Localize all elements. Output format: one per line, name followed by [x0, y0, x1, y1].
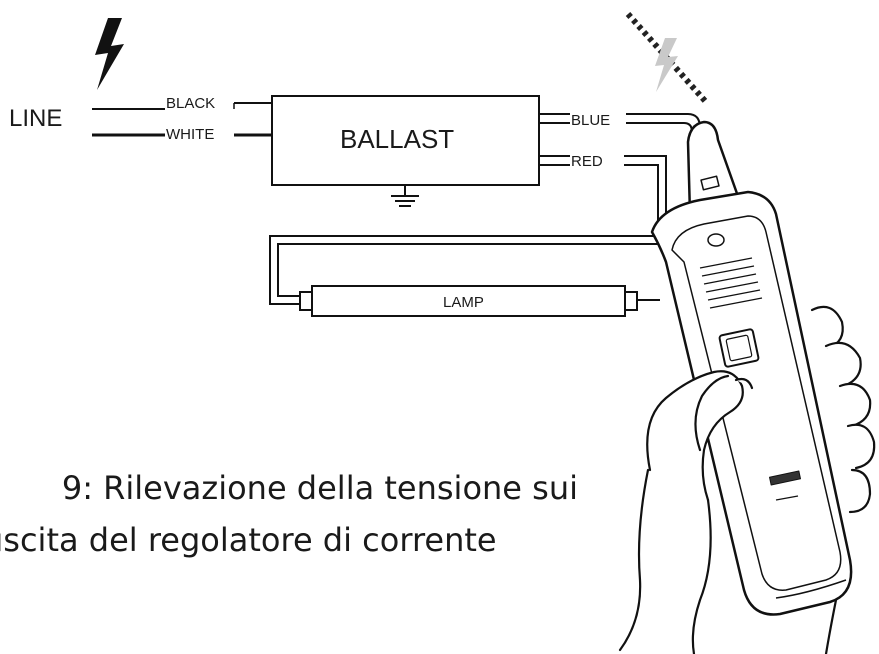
- detected-lightning-icon: [625, 12, 709, 104]
- line-wires: [92, 102, 272, 137]
- caption-line-2: uscita del regolatore di corrente: [0, 521, 497, 559]
- lamp-wires: [269, 235, 660, 305]
- red-wire-label: RED: [571, 153, 603, 170]
- blue-wire-label: BLUE: [571, 112, 610, 129]
- voltage-detector-pen-icon: [650, 120, 853, 616]
- white-wire-label: WHITE: [166, 126, 214, 143]
- lightning-bolt-icon: [95, 18, 124, 90]
- caption-line-1: 9: Rilevazione della tensione sui: [61, 469, 578, 507]
- ground-symbol-icon: [391, 185, 419, 207]
- figure-caption: 9: Rilevazione della tensione sui uscita…: [0, 462, 600, 572]
- lamp-label: LAMP: [443, 294, 484, 311]
- line-label: LINE: [9, 105, 62, 132]
- ballast-box: [271, 95, 540, 186]
- blue-wire: [539, 113, 701, 133]
- ballast-label: BALLAST: [340, 124, 454, 154]
- black-wire-label: BLACK: [166, 95, 215, 112]
- hand-illustration: [618, 305, 876, 654]
- lamp-tube: [299, 285, 638, 317]
- red-wire: [539, 155, 667, 222]
